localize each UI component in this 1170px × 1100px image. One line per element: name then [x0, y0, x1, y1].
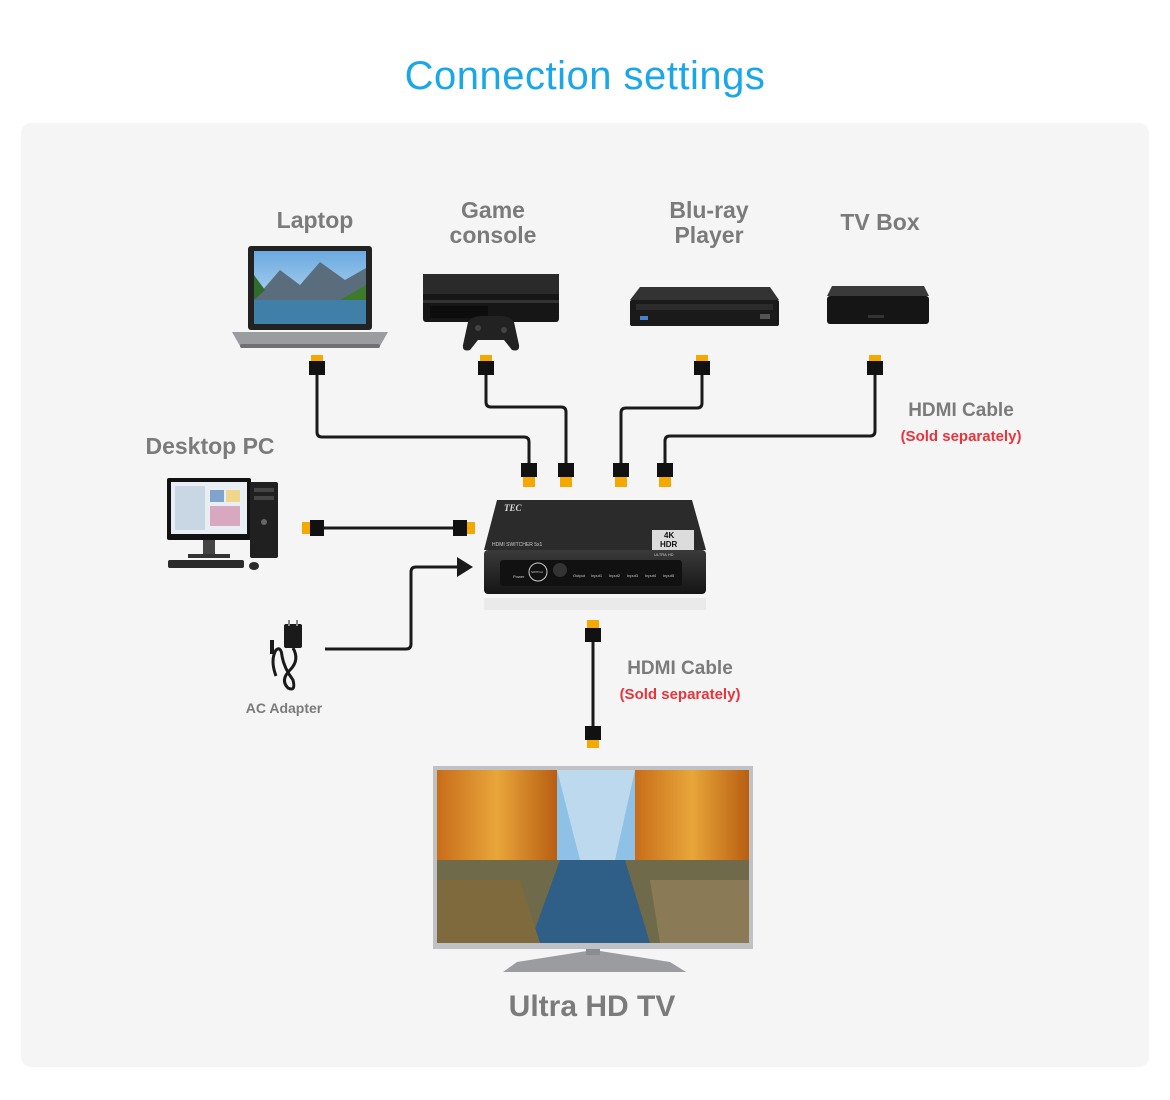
hdmi-connector — [585, 620, 601, 642]
hdmi-connector — [694, 355, 710, 375]
switcher-port-switch: SWITCH — [531, 570, 543, 574]
cable-bluray — [619, 372, 704, 466]
top-cable-note: (Sold separately) — [900, 428, 1022, 445]
ac-adapter-image — [270, 620, 302, 691]
hdmi-connector — [521, 463, 537, 487]
hdmi-connector — [309, 355, 325, 375]
hdmi-connector — [613, 463, 629, 487]
cable-tvbox — [663, 372, 877, 466]
ac-adapter-label: AC Adapter — [245, 700, 323, 716]
cable-laptop — [315, 372, 531, 466]
top-cable-label: HDMI Cable — [908, 400, 1014, 421]
hdmi-switcher-image — [484, 500, 706, 610]
desktop-pc-image — [167, 478, 278, 570]
bottom-cable-note: (Sold separately) — [619, 686, 741, 703]
switcher-port-input1: Input1 — [591, 573, 603, 578]
desktop-pc-label: Desktop PC — [145, 433, 275, 459]
hdmi-connectors — [302, 355, 883, 748]
switcher-port-power: Power — [513, 574, 525, 579]
laptop-label: Laptop — [276, 207, 354, 233]
switcher-port-input3: Input3 — [627, 573, 639, 578]
hdmi-connector — [478, 355, 494, 375]
cable-ac-adapter — [325, 565, 462, 651]
tvbox-label: TV Box — [840, 209, 920, 235]
hdmi-connector — [558, 463, 574, 487]
cable-game-console — [484, 372, 568, 466]
hdmi-connector — [302, 520, 324, 536]
hdmi-connector — [867, 355, 883, 375]
switcher-port-input2: Input2 — [609, 573, 621, 578]
switcher-port-input5: Input5 — [663, 573, 675, 578]
cables — [315, 372, 877, 730]
laptop-image — [232, 246, 388, 348]
tvbox-image — [827, 286, 929, 324]
hdmi-connector — [453, 520, 475, 536]
switcher-badge-top: 4K — [664, 531, 674, 540]
bluray-image — [630, 287, 779, 326]
page-title: Connection settings — [404, 54, 766, 98]
hdmi-connector — [585, 726, 601, 748]
switcher-port-output: Output — [573, 573, 586, 578]
hdmi-connector — [657, 463, 673, 487]
switcher-brand: TEC — [504, 503, 523, 513]
switcher-badge-sub: ULTRA HD — [654, 552, 674, 557]
tv-label: Ultra HD TV — [508, 990, 676, 1023]
arrow-head — [457, 557, 473, 577]
bottom-cable-label: HDMI Cable — [627, 658, 733, 679]
switcher-port-input4: Input4 — [645, 573, 657, 578]
game-console-image — [423, 274, 559, 351]
switcher-model: HDMI SWITCHER 5x1 — [492, 542, 543, 548]
tv-image — [433, 766, 753, 972]
switcher-badge-bottom: HDR — [660, 540, 678, 549]
